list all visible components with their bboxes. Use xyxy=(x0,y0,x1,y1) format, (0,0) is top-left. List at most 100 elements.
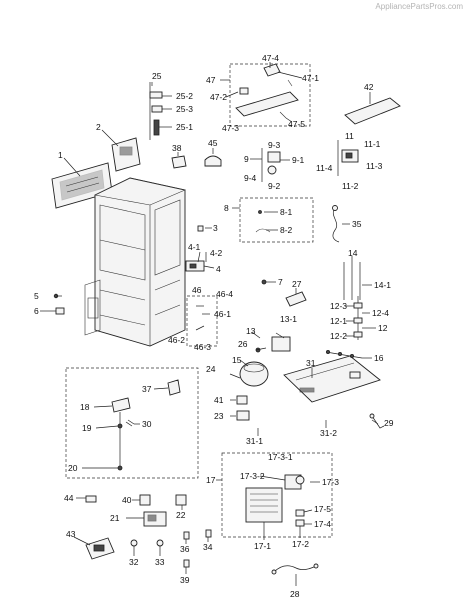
part-42-cover xyxy=(344,97,401,125)
label-9-1: 9-1 xyxy=(292,155,305,165)
label-14-1: 14-1 xyxy=(374,280,391,290)
label-21: 21 xyxy=(110,513,120,523)
label-46-1: 46-1 xyxy=(214,309,231,319)
part-12-valves xyxy=(353,296,363,340)
part-17-evaporator xyxy=(245,474,305,527)
label-17-1: 17-1 xyxy=(254,541,271,551)
part-34-plug xyxy=(205,529,212,538)
label-28: 28 xyxy=(290,589,300,599)
label-13-1: 13-1 xyxy=(280,314,297,324)
label-25-1: 25-1 xyxy=(176,122,193,132)
part-44-clip xyxy=(85,495,97,503)
label-42: 42 xyxy=(364,82,374,92)
label-32: 32 xyxy=(129,557,139,567)
part-43-module xyxy=(85,537,115,560)
label-11-1: 11-1 xyxy=(364,139,381,149)
label-46-3: 46-3 xyxy=(194,342,211,352)
part-8-contents xyxy=(255,210,271,233)
label-26: 26 xyxy=(238,339,248,349)
part-3-clip xyxy=(197,225,204,232)
part-16-mount xyxy=(325,349,363,359)
label-31: 31 xyxy=(306,358,316,368)
label-11-4: 11-4 xyxy=(316,163,333,173)
part-31-base-plate xyxy=(283,355,381,403)
label-36: 36 xyxy=(180,544,190,554)
group-box-17 xyxy=(221,452,333,538)
label-23: 23 xyxy=(214,411,224,421)
label-17-3: 17-3 xyxy=(322,477,339,487)
part-35-wire xyxy=(332,205,340,243)
label-31-1: 31-1 xyxy=(246,436,263,446)
label-12-4: 12-4 xyxy=(372,308,389,318)
part-41-grommet xyxy=(236,395,248,405)
label-8-2: 8-2 xyxy=(280,225,293,235)
label-1: 1 xyxy=(58,150,63,160)
part-38-bracket xyxy=(171,155,187,169)
label-4-2: 4-2 xyxy=(210,248,223,258)
label-4-1: 4-1 xyxy=(188,242,201,252)
label-11: 11 xyxy=(345,131,354,141)
label-31-2: 31-2 xyxy=(320,428,337,438)
label-12-3: 12-3 xyxy=(330,301,347,311)
label-17-3-1: 17-3-1 xyxy=(268,452,293,462)
label-16: 16 xyxy=(374,353,384,363)
label-12-2: 12-2 xyxy=(330,331,347,341)
label-25-3: 25-3 xyxy=(176,104,193,114)
label-30: 30 xyxy=(142,419,152,429)
label-11-3: 11-3 xyxy=(366,161,383,171)
part-40-sensor xyxy=(139,494,151,506)
label-12-1: 12-1 xyxy=(330,316,347,326)
label-18: 18 xyxy=(80,402,90,412)
cabinet-body xyxy=(84,177,186,347)
label-20: 20 xyxy=(68,463,78,473)
part-4-hinge xyxy=(185,260,205,272)
label-8-1: 8-1 xyxy=(280,207,293,217)
label-9: 9 xyxy=(244,154,249,164)
part-6-cap xyxy=(55,307,65,315)
part-32-cap xyxy=(130,539,138,547)
part-27-filter xyxy=(285,291,307,307)
part-13-relay xyxy=(255,336,291,353)
part-33-cap xyxy=(156,539,164,547)
label-17-3-2: 17-3-2 xyxy=(240,471,265,481)
label-19: 19 xyxy=(82,423,92,433)
group-box-lower xyxy=(65,367,199,479)
label-9-4: 9-4 xyxy=(244,173,257,183)
label-45: 45 xyxy=(208,138,218,148)
part-39-plug xyxy=(183,559,190,568)
label-24: 24 xyxy=(206,364,216,374)
part-11-assembly xyxy=(337,140,359,176)
part-45-bracket xyxy=(204,155,222,167)
label-46: 46 xyxy=(192,285,202,295)
part-28-heater-wire xyxy=(271,563,319,575)
part-21-board xyxy=(143,511,167,527)
part-36-plug xyxy=(183,531,190,540)
part-18-bracket xyxy=(111,397,131,413)
label-47: 47 xyxy=(206,75,216,85)
label-47-4: 47-4 xyxy=(262,53,279,63)
part-29-leg xyxy=(369,413,385,429)
label-8: 8 xyxy=(224,203,229,213)
label-46-4: 46-4 xyxy=(216,289,233,299)
label-12: 12 xyxy=(378,323,388,333)
label-15: 15 xyxy=(232,355,242,365)
label-25: 25 xyxy=(152,71,162,81)
label-47-2: 47-2 xyxy=(210,92,227,102)
label-38: 38 xyxy=(172,143,182,153)
label-9-2: 9-2 xyxy=(268,181,281,191)
leader-lines xyxy=(40,71,379,586)
label-33: 33 xyxy=(155,557,165,567)
label-44: 44 xyxy=(64,493,74,503)
part-15-compressor xyxy=(229,361,269,387)
label-47-3: 47-3 xyxy=(222,123,239,133)
label-11-2: 11-2 xyxy=(342,181,359,191)
label-17-2: 17-2 xyxy=(292,539,309,549)
watermark: AppliancePartsPros.com xyxy=(375,2,463,11)
label-37: 37 xyxy=(142,384,152,394)
label-25-2: 25-2 xyxy=(176,91,193,101)
label-34: 34 xyxy=(203,542,213,552)
part-25-assembly xyxy=(149,82,163,140)
label-47-5: 47-5 xyxy=(288,119,305,129)
label-41: 41 xyxy=(214,395,224,405)
label-13: 13 xyxy=(246,326,256,336)
